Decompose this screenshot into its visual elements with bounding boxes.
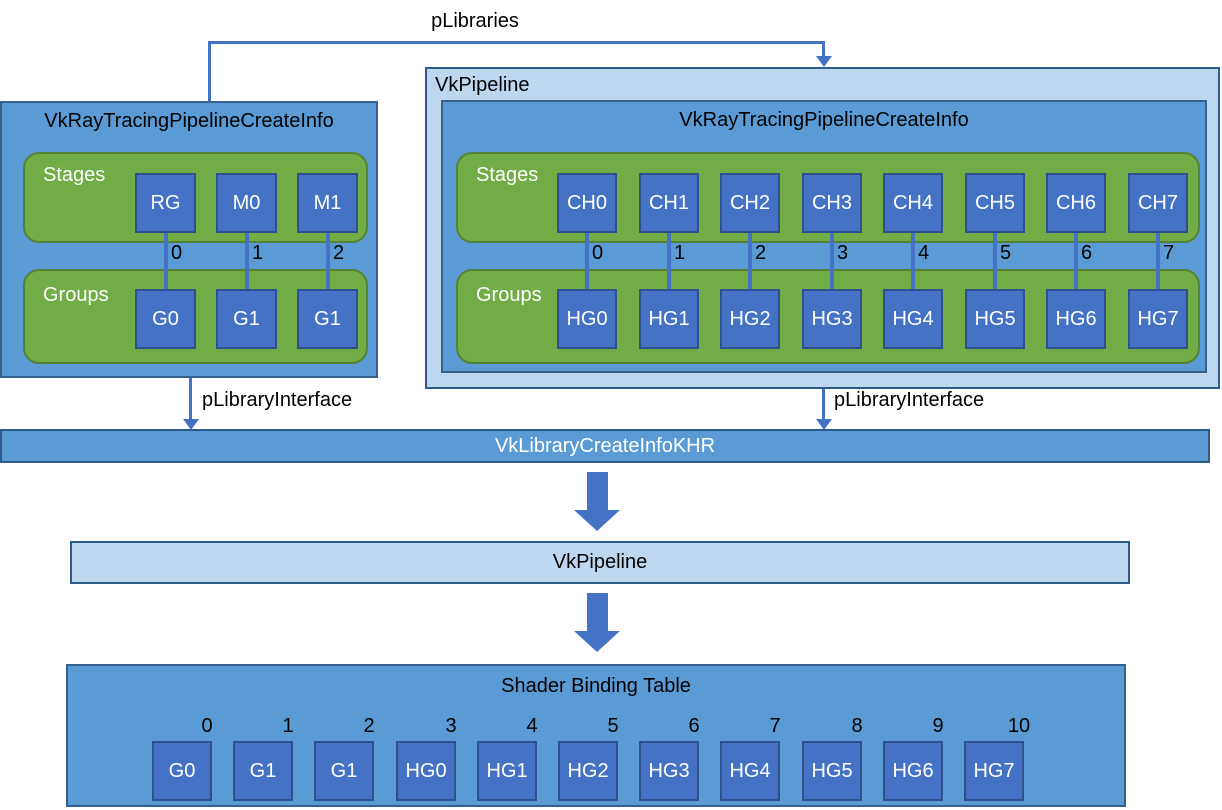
pipeline-groups-label: Groups: [476, 284, 542, 306]
group-index-label: 0: [592, 242, 604, 264]
sbt-cell: HG4: [720, 741, 780, 801]
sbt-index-label: 10: [1007, 715, 1031, 737]
sbt-cell: HG0: [396, 741, 456, 801]
library-createinfo-khr-label: VkLibraryCreateInfoKHR: [494, 435, 716, 457]
down-block-arrow-2-icon: [587, 593, 608, 632]
sbt-cell: HG1: [477, 741, 537, 801]
sbt-cell: G0: [152, 741, 212, 801]
sbt-cell: HG6: [883, 741, 943, 801]
sbt-cell: G1: [314, 741, 374, 801]
group-cell: G1: [216, 289, 277, 349]
group-index-label: 1: [252, 242, 264, 264]
group-cell: HG0: [557, 289, 617, 349]
group-index-label: 3: [837, 242, 849, 264]
plibraryinterface-right-label: pLibraryInterface: [834, 389, 985, 411]
stage-cell: CH5: [965, 173, 1025, 233]
library-createinfo-title: VkRayTracingPipelineCreateInfo: [44, 110, 334, 132]
sbt-cell: HG2: [558, 741, 618, 801]
group-index-label: 7: [1163, 242, 1175, 264]
sbt-index-label: 7: [769, 715, 781, 737]
library-stages-label: Stages: [43, 164, 106, 186]
pipeline-wrapper-title: VkPipeline: [435, 74, 530, 96]
stage-group-connector: [1074, 232, 1078, 291]
sbt-cell: HG7: [964, 741, 1024, 801]
sbt-index-label: 6: [688, 715, 700, 737]
sbt-index-label: 8: [851, 715, 863, 737]
sbt-index-label: 5: [607, 715, 619, 737]
group-cell: HG4: [883, 289, 943, 349]
stage-cell: RG: [135, 173, 196, 233]
stage-cell: CH1: [639, 173, 699, 233]
group-index-label: 2: [755, 242, 767, 264]
group-index-label: 6: [1081, 242, 1093, 264]
library-createinfo-box: VkRayTracingPipelineCreateInfo Stages Gr…: [0, 101, 378, 378]
pipeline-result-label: VkPipeline: [552, 551, 648, 573]
group-cell: HG5: [965, 289, 1025, 349]
sbt-index-label: 4: [526, 715, 538, 737]
sbt-index-label: 1: [282, 715, 294, 737]
sbt-index-label: 3: [445, 715, 457, 737]
pipeline-createinfo-title: VkRayTracingPipelineCreateInfo: [679, 109, 969, 131]
group-cell: G1: [297, 289, 358, 349]
sbt-cell: HG5: [802, 741, 862, 801]
group-cell: HG6: [1046, 289, 1106, 349]
group-cell: HG1: [639, 289, 699, 349]
group-cell: HG7: [1128, 289, 1188, 349]
down-block-arrow-1-head-icon: [574, 510, 620, 531]
stage-group-connector: [585, 232, 589, 291]
stage-cell: CH0: [557, 173, 617, 233]
plibraryinterface-left-label: pLibraryInterface: [202, 389, 353, 411]
group-cell: G0: [135, 289, 196, 349]
library-groups-label: Groups: [43, 284, 109, 306]
down-block-arrow-2-head-icon: [574, 631, 620, 652]
plibraries-arrowhead-icon: [816, 56, 832, 67]
plibraries-connector-vertical-left: [208, 41, 211, 102]
group-index-label: 4: [918, 242, 930, 264]
stage-cell: CH7: [1128, 173, 1188, 233]
plibraryinterface-left-arrowhead-icon: [183, 419, 199, 430]
plibraryinterface-right-arrowhead-icon: [816, 419, 832, 430]
sbt-index-label: 0: [201, 715, 213, 737]
stage-cell: CH6: [1046, 173, 1106, 233]
stage-group-connector: [748, 232, 752, 291]
stage-group-connector: [245, 232, 249, 291]
group-cell: HG3: [802, 289, 862, 349]
group-index-label: 1: [674, 242, 686, 264]
stage-cell: M0: [216, 173, 277, 233]
plibraryinterface-left-line: [189, 378, 192, 421]
plibraries-connector-horizontal: [208, 41, 825, 44]
library-createinfo-khr-bar: VkLibraryCreateInfoKHR: [0, 429, 1210, 463]
stage-group-connector: [1156, 232, 1160, 291]
stage-cell: CH4: [883, 173, 943, 233]
pipeline-createinfo-box: VkRayTracingPipelineCreateInfo Stages Gr…: [441, 100, 1207, 373]
down-block-arrow-1-icon: [587, 472, 608, 511]
pipeline-stages-label: Stages: [476, 164, 539, 186]
group-index-label: 2: [333, 242, 345, 264]
group-index-label: 0: [171, 242, 183, 264]
plibraryinterface-right-line: [822, 389, 825, 421]
sbt-cell: HG3: [639, 741, 699, 801]
sbt-index-label: 9: [932, 715, 944, 737]
stage-cell: CH3: [802, 173, 862, 233]
stage-group-connector: [667, 232, 671, 291]
group-cell: HG2: [720, 289, 780, 349]
sbt-index-label: 2: [363, 715, 375, 737]
shader-binding-table-title: Shader Binding Table: [501, 675, 691, 697]
stage-group-connector: [911, 232, 915, 291]
plibraries-connector-vertical-right: [822, 41, 825, 58]
stage-group-connector: [830, 232, 834, 291]
pipeline-result-bar: VkPipeline: [70, 541, 1130, 584]
stage-cell: CH2: [720, 173, 780, 233]
plibraries-label: pLibraries: [431, 10, 519, 32]
stage-cell: M1: [297, 173, 358, 233]
sbt-cell: G1: [233, 741, 293, 801]
stage-group-connector: [164, 232, 168, 291]
stage-group-connector: [993, 232, 997, 291]
stage-group-connector: [326, 232, 330, 291]
group-index-label: 5: [1000, 242, 1012, 264]
